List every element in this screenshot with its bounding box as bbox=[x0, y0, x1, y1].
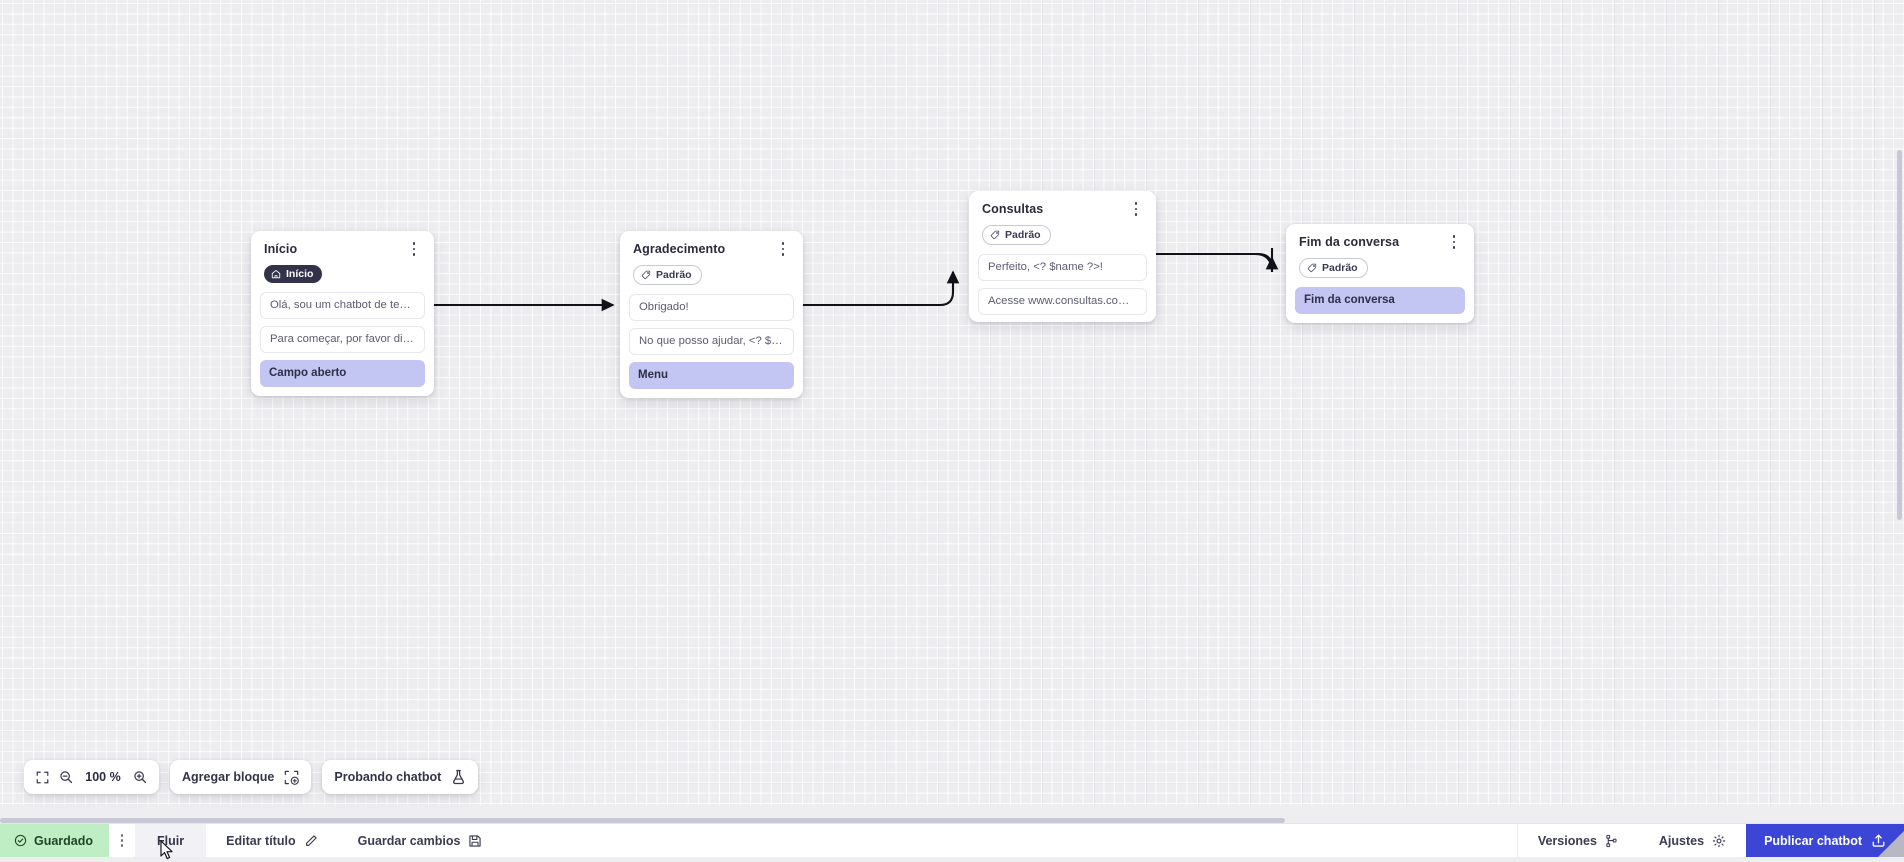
check-circle-icon bbox=[14, 834, 27, 847]
tab-flow-label: Fluir bbox=[157, 834, 184, 848]
branch-icon bbox=[1605, 834, 1619, 848]
node-body: Olá, sou um chatbot de teste! Para começ… bbox=[251, 292, 434, 387]
add-block-button[interactable]: Agregar bloque bbox=[170, 760, 311, 794]
node-body: Perfeito, <? $name ?>! Acesse www.consul… bbox=[969, 254, 1156, 315]
tag-icon bbox=[1307, 263, 1317, 273]
node-consultas[interactable]: Consultas Padrão Perfeito, <? $name ?>! … bbox=[969, 191, 1156, 322]
node-badge-label: Padrão bbox=[1322, 262, 1358, 274]
tab-flow[interactable]: Fluir bbox=[135, 824, 206, 857]
status-badge-saved: Guardado bbox=[0, 824, 109, 857]
zoom-out-icon[interactable] bbox=[59, 770, 73, 784]
canvas-toolbar: 100 % Agregar bloque Probando chatbot bbox=[24, 760, 478, 794]
saved-label: Guardado bbox=[34, 834, 93, 848]
bottom-status-bar: Guardado Fluir Editar título Guardar cam… bbox=[0, 823, 1904, 857]
node-message[interactable]: Obrigado! bbox=[629, 294, 794, 321]
node-action[interactable]: Menu bbox=[629, 362, 794, 389]
tag-icon bbox=[641, 270, 651, 280]
node-title: Início bbox=[264, 242, 297, 256]
settings-button[interactable]: Ajustes bbox=[1639, 824, 1746, 857]
window-resize-grip[interactable] bbox=[1878, 831, 1904, 857]
node-badge-padrao: Padrão bbox=[1299, 258, 1368, 278]
save-changes-label: Guardar cambios bbox=[358, 834, 461, 848]
node-message[interactable]: Perfeito, <? $name ?>! bbox=[978, 254, 1147, 281]
tag-icon bbox=[990, 230, 1000, 240]
node-header: Fim da conversa Padrão bbox=[1286, 224, 1474, 287]
zoom-level: 100 % bbox=[83, 770, 123, 784]
gear-icon bbox=[1712, 834, 1726, 848]
node-badge-label: Início bbox=[286, 268, 313, 280]
node-header: Consultas Padrão bbox=[969, 191, 1156, 254]
edge-consultas-fim-2 bbox=[1155, 250, 1272, 270]
test-chatbot-button[interactable]: Probando chatbot bbox=[322, 760, 478, 794]
edit-title-label: Editar título bbox=[226, 834, 295, 848]
node-menu-icon[interactable] bbox=[407, 241, 421, 257]
node-menu-icon[interactable] bbox=[1129, 201, 1143, 217]
bottom-bar-left: Guardado Fluir Editar título Guardar cam… bbox=[0, 824, 502, 857]
versions-label: Versiones bbox=[1538, 834, 1597, 848]
node-badge-padrao: Padrão bbox=[633, 265, 702, 285]
settings-label: Ajustes bbox=[1659, 834, 1704, 848]
flow-canvas[interactable]: Início Início Olá, sou um chatbot de tes… bbox=[0, 0, 1904, 806]
vertical-scrollbar[interactable] bbox=[1897, 150, 1902, 520]
pencil-icon bbox=[304, 834, 318, 848]
add-block-label: Agregar bloque bbox=[182, 770, 274, 784]
add-block-icon bbox=[284, 770, 299, 785]
zoom-controls: 100 % bbox=[24, 760, 159, 794]
bottom-bar-spacer bbox=[502, 824, 1516, 857]
node-body: Fim da conversa bbox=[1286, 287, 1474, 314]
edit-title-button[interactable]: Editar título bbox=[206, 824, 337, 857]
node-badge-inicio: Início bbox=[264, 265, 322, 283]
node-inicio[interactable]: Início Início Olá, sou um chatbot de tes… bbox=[251, 231, 434, 396]
node-action[interactable]: Campo aberto bbox=[260, 360, 425, 387]
node-title: Agradecimento bbox=[633, 242, 725, 256]
connector-edges bbox=[0, 0, 1904, 806]
node-header: Início Início bbox=[251, 231, 434, 292]
edge-consultas-fim-curve bbox=[1156, 254, 1272, 272]
node-badge-label: Padrão bbox=[656, 269, 692, 281]
node-title: Fim da conversa bbox=[1299, 235, 1399, 249]
home-icon bbox=[271, 269, 281, 279]
node-body: Obrigado! No que posso ajudar, <? $name … bbox=[620, 294, 803, 389]
node-menu-icon[interactable] bbox=[776, 241, 790, 257]
node-badge-padrao: Padrão bbox=[982, 225, 1051, 245]
save-changes-button[interactable]: Guardar cambios bbox=[338, 824, 503, 857]
versions-button[interactable]: Versiones bbox=[1518, 824, 1639, 857]
node-title: Consultas bbox=[982, 202, 1043, 216]
node-header: Agradecimento Padrão bbox=[620, 231, 803, 294]
node-badge-label: Padrão bbox=[1005, 229, 1041, 241]
flask-icon bbox=[451, 769, 466, 785]
test-chatbot-label: Probando chatbot bbox=[334, 770, 441, 784]
floppy-disk-icon bbox=[468, 834, 482, 848]
edge-consultas-fim bbox=[1155, 248, 1272, 268]
node-message[interactable]: Acesse www.consultas.com par... bbox=[978, 288, 1147, 315]
publish-label: Publicar chatbot bbox=[1764, 834, 1862, 848]
more-vertical-icon[interactable] bbox=[109, 824, 135, 857]
node-message[interactable]: Olá, sou um chatbot de teste! bbox=[260, 292, 425, 319]
node-message[interactable]: Para começar, por favor digite o ... bbox=[260, 326, 425, 353]
edge-agradecimento-consultas bbox=[803, 272, 953, 305]
node-message[interactable]: No que posso ajudar, <? $name ... bbox=[629, 328, 794, 355]
zoom-in-icon[interactable] bbox=[133, 770, 147, 784]
bottom-bar-right: Versiones Ajustes Publicar chatbot bbox=[1517, 824, 1904, 857]
fit-screen-icon[interactable] bbox=[36, 771, 49, 784]
node-action[interactable]: Fim da conversa bbox=[1295, 287, 1465, 314]
node-fim-da-conversa[interactable]: Fim da conversa Padrão Fim da conversa bbox=[1286, 224, 1474, 323]
node-agradecimento[interactable]: Agradecimento Padrão Obrigado! No que po… bbox=[620, 231, 803, 398]
node-menu-icon[interactable] bbox=[1447, 234, 1461, 250]
